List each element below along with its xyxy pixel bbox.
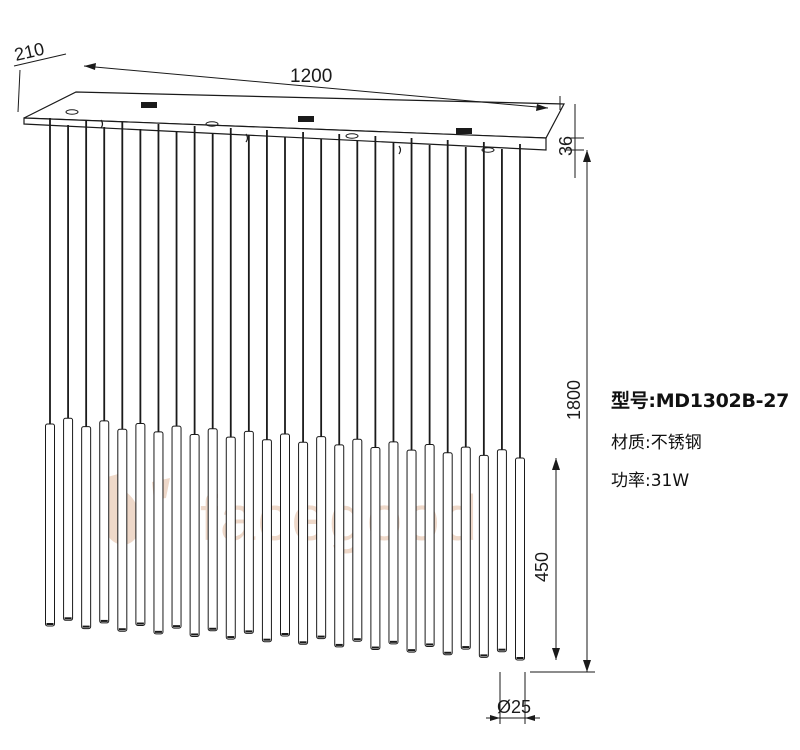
pendant-tube [298,441,309,645]
pendant-tube [406,449,417,653]
width-arrow-right [536,104,548,111]
pendant-tube [225,436,236,640]
diameter-arrow-left [490,715,500,721]
pendant-tube [153,431,164,635]
canopy-mounting-hole [481,147,495,153]
pendant-tube [334,444,345,648]
pendant-tube [442,452,453,656]
canopy-terminal-block [141,102,157,108]
pendant-tube [370,447,381,651]
canopy-mounting-hole [205,121,219,127]
pendant-tube [261,439,272,643]
canopy-details [65,102,495,155]
dimension-tube-length: 450 [532,458,560,660]
spec-material: 材质:不锈钢 [611,433,702,453]
canopy-height-label: 36 [556,136,576,156]
total-height-label: 1800 [564,380,584,420]
dimension-tube-diameter: Ø25 [486,672,540,724]
width-arrow-left [84,63,96,70]
diameter-arrow-right [525,715,535,721]
pendant-tube [81,426,92,630]
pendant-tube [515,457,525,661]
canopy-cord-hook [245,133,249,143]
total-height-arrow-top [583,150,591,162]
ceiling-canopy [23,91,565,151]
pendant-tube [496,449,507,653]
width-dimension-line [83,65,549,109]
spec-model: 型号:MD1302B-27 [611,390,790,412]
canopy-front-face [23,117,547,151]
tube-length-label: 450 [532,552,552,582]
canopy-terminal-block [298,116,314,122]
spec-power: 功率:31W [611,471,690,491]
pendant-tube [352,438,363,642]
pendant-tube [63,417,74,621]
pendant-tube [460,446,471,650]
dimension-total-height: 1800 [530,150,595,673]
pendant-tube [207,428,218,632]
depth-label: 210 [12,39,46,65]
canopy-terminal-block [456,128,472,134]
pendant-tube [171,425,182,629]
pendant-tube [478,454,489,658]
pendant-tube [117,428,128,632]
canopy-mounting-hole [65,109,79,115]
depth-dimension-line [13,53,67,67]
dimension-canopy-height: 36 [556,104,584,178]
width-label: 1200 [290,66,332,87]
diameter-label: Ø25 [497,697,531,717]
pendant-tube [388,441,399,645]
depth-extension-left [17,69,21,113]
tube-length-arrow-bottom [552,648,560,660]
total-height-arrow-bottom [583,660,591,672]
tube-length-arrow-top [552,458,560,470]
pendant-tube [45,423,55,627]
pendant-tube [280,433,290,637]
pendant-tube [316,436,327,640]
pendant-tube [424,443,435,647]
pendant-group [45,118,525,661]
pendant-tube [189,433,200,637]
pendant-tube [243,430,254,634]
canopy-mounting-hole [345,133,359,139]
canopy-cord-hook [398,145,402,155]
dimension-width: 1200 [83,63,561,111]
pendant-tube [99,420,110,624]
canopy-cord-hook [100,119,104,129]
pendant-tube [135,423,146,627]
